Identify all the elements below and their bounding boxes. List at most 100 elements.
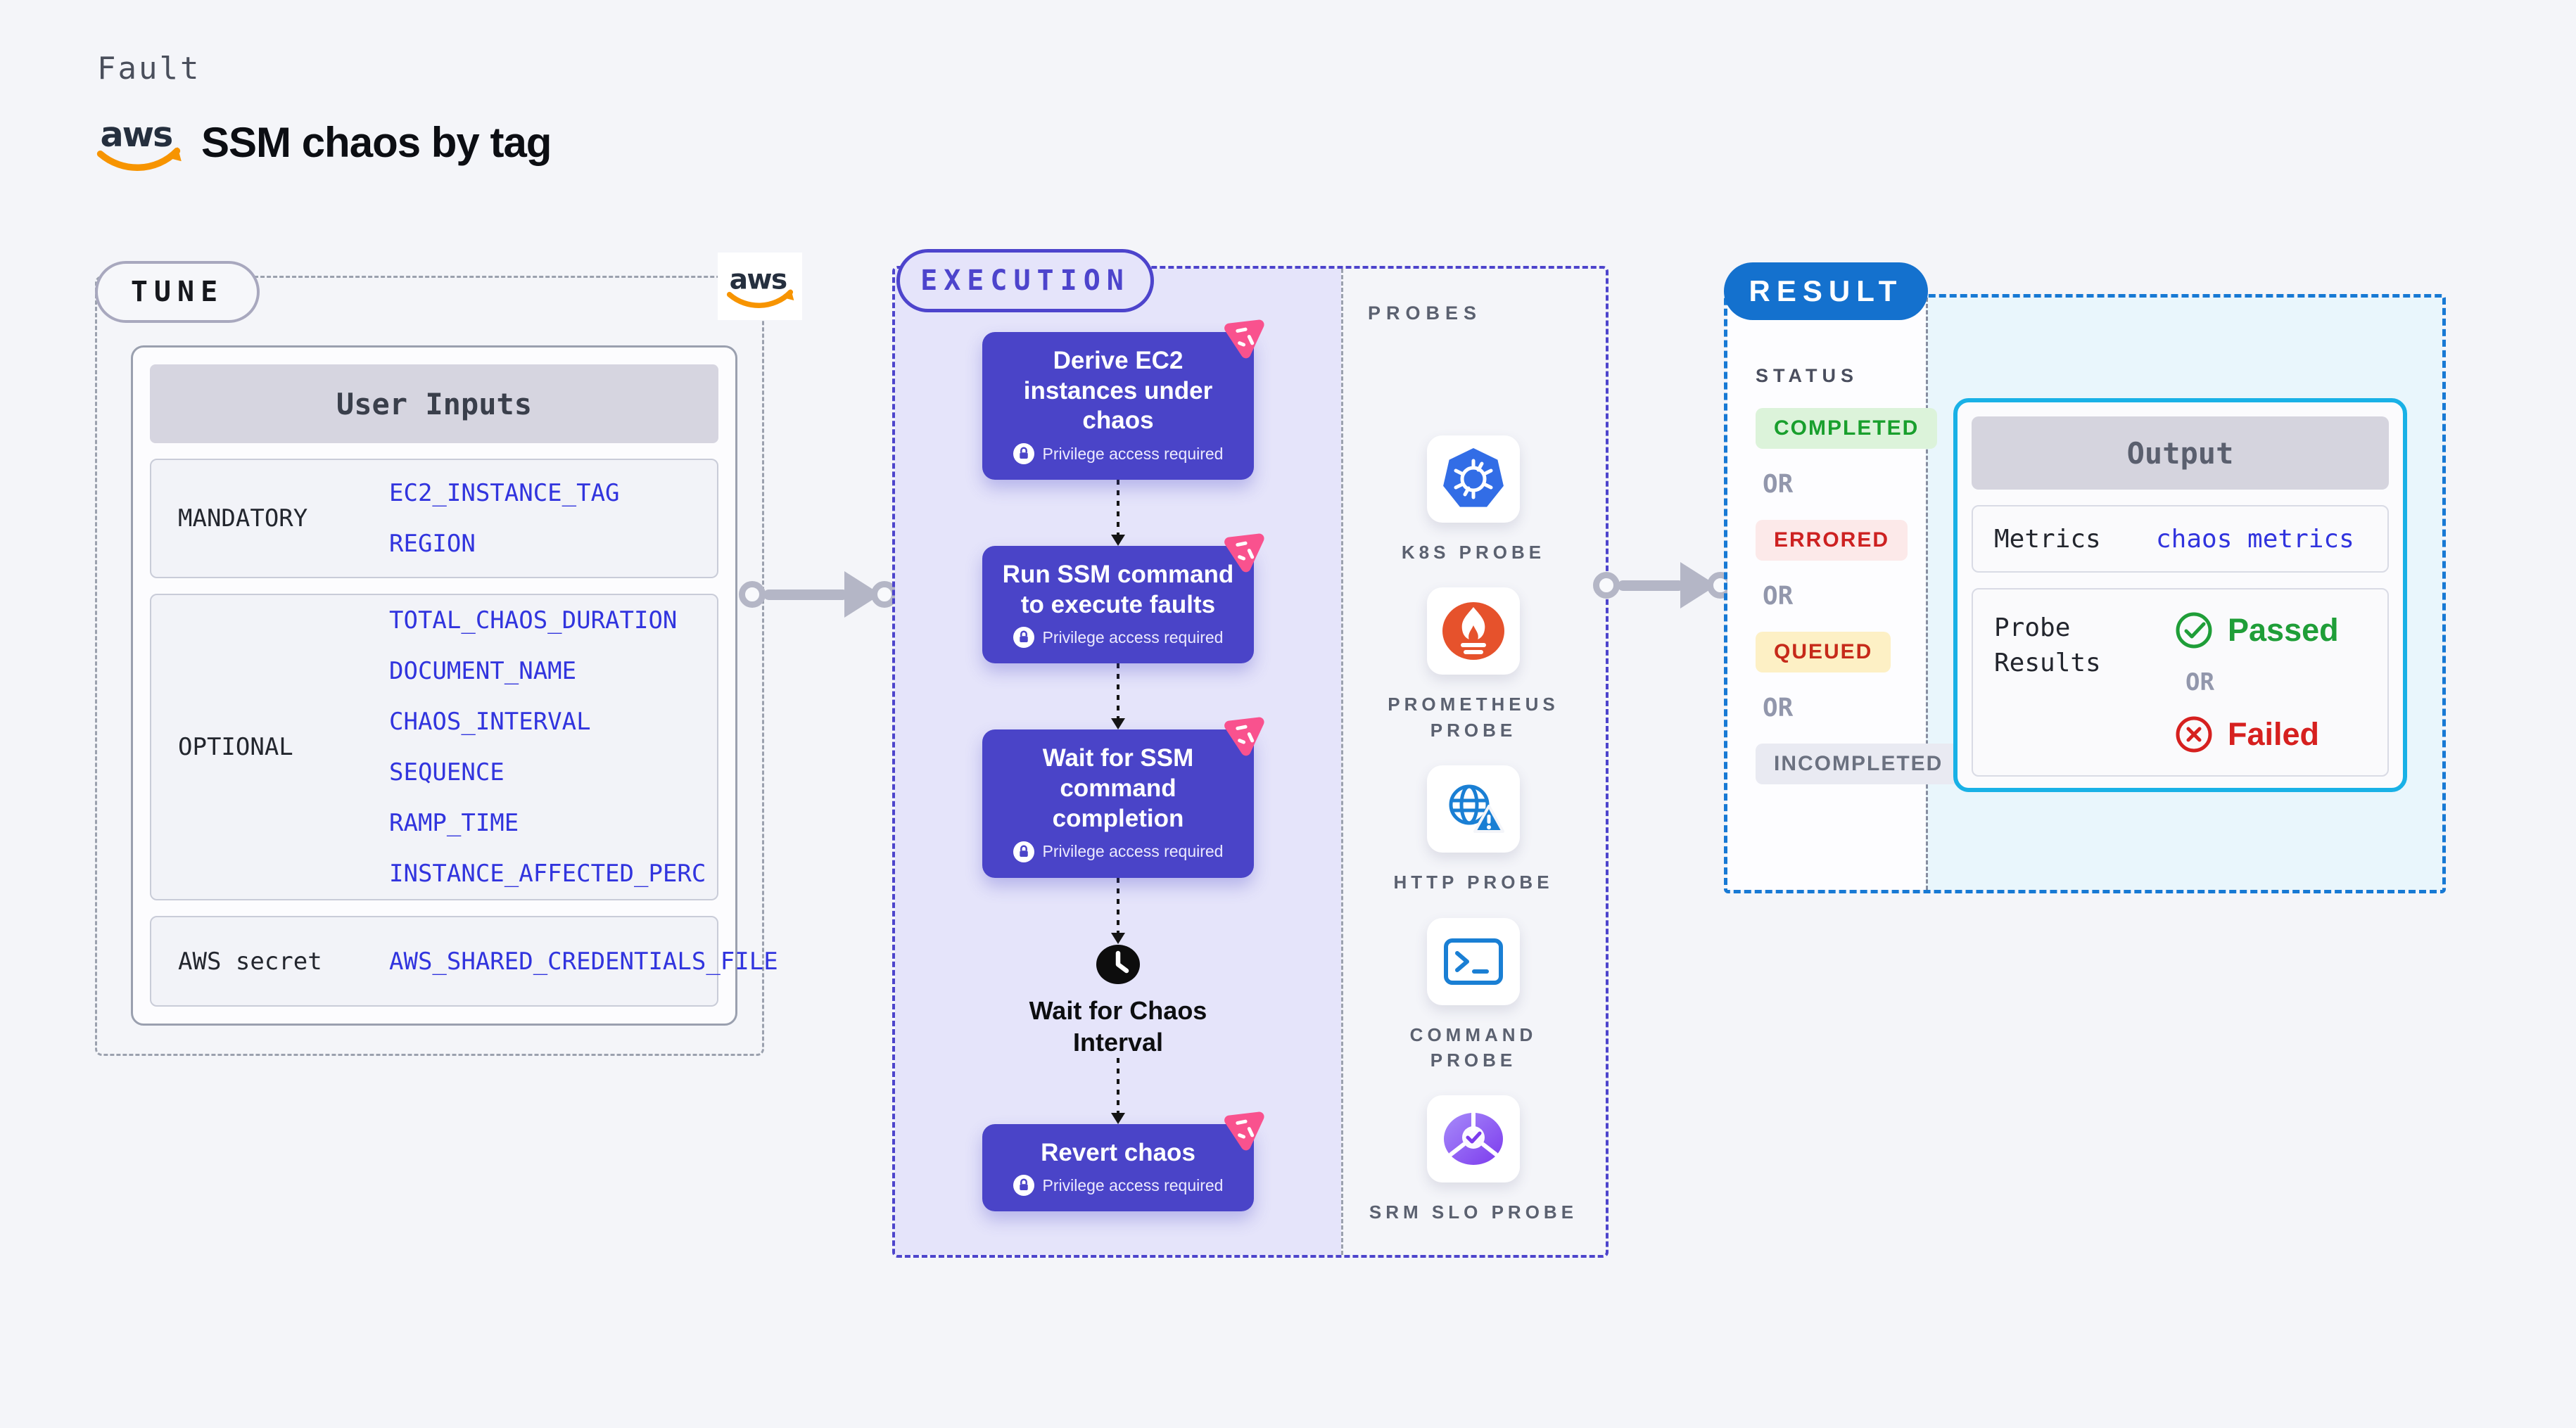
status-badge-completed: COMPLETED xyxy=(1756,408,1938,449)
probe-results-label: Probe Results xyxy=(1994,613,2101,678)
privilege-note: Privilege access required xyxy=(998,627,1238,648)
row-label: AWS secret xyxy=(178,947,322,976)
probe-card xyxy=(1427,917,1520,1005)
aws-logo-small xyxy=(718,253,802,320)
row-params: AWS_SHARED_CREDENTIALS_FILE xyxy=(389,926,785,997)
probe-card xyxy=(1426,1095,1520,1183)
http-globe-icon xyxy=(1449,784,1504,834)
arrow-shaft xyxy=(1618,580,1684,591)
step-connector-arrow xyxy=(1111,663,1125,730)
tune-section-label: TUNE xyxy=(95,261,260,323)
metrics-row: Metrics chaos metrics xyxy=(1972,505,2389,573)
output-card: Output Metrics chaos metrics Probe Resul… xyxy=(1953,398,2407,792)
probes-panel: PROBES xyxy=(1341,269,1606,1255)
status-badge-incompleted: INCOMPLETED xyxy=(1756,744,1962,784)
probe-label: K8S PROBE xyxy=(1401,542,1546,563)
aws-logo-icon xyxy=(725,262,795,311)
probe-card xyxy=(1426,435,1520,523)
verdict-failed: Failed xyxy=(2174,715,2319,754)
probe-item-http: HTTP PROBE xyxy=(1393,765,1553,895)
verdict-label: Failed xyxy=(2228,716,2320,752)
probe-item-srm-slo: SRM SLO PROBE xyxy=(1369,1095,1578,1225)
srm-slo-icon xyxy=(1443,1111,1503,1166)
row-params: EC2_INSTANCE_TAG REGION xyxy=(389,458,717,579)
privilege-text: Privilege access required xyxy=(1042,1175,1224,1194)
user-inputs-header: User Inputs xyxy=(150,364,718,443)
verdict-label: Passed xyxy=(2228,612,2339,648)
or-separator: OR xyxy=(2185,668,2214,696)
check-circle-icon xyxy=(2176,612,2212,649)
status-heading: STATUS xyxy=(1756,365,1858,386)
metrics-value: chaos metrics xyxy=(2156,524,2354,554)
probe-label: HTTP PROBE xyxy=(1393,872,1554,893)
param-value: EC2_INSTANCE_TAG xyxy=(389,479,620,507)
fault-kicker: Fault xyxy=(97,51,201,87)
step-title: Derive EC2 instances under chaos xyxy=(1023,347,1213,435)
probe-label: COMMAND PROBE xyxy=(1409,1024,1537,1071)
step-connector-arrow xyxy=(1111,877,1125,944)
or-separator: OR xyxy=(1763,694,1794,722)
flow-arrow-execution-to-result xyxy=(1593,560,1734,611)
result-status-panel xyxy=(1727,298,1926,890)
user-inputs-table: User Inputs MANDATORY EC2_INSTANCE_TAG R… xyxy=(131,345,778,1026)
lock-icon xyxy=(1013,443,1034,464)
lock-icon xyxy=(1013,627,1034,648)
chaos-fault-icon xyxy=(1219,530,1268,577)
table-row-mandatory: MANDATORY EC2_INSTANCE_TAG REGION xyxy=(150,459,718,578)
param-value: CHAOS_INTERVAL xyxy=(389,708,591,736)
probe-label: SRM SLO PROBE xyxy=(1369,1201,1578,1223)
param-value: INSTANCE_AFFECTED_PERC xyxy=(389,860,706,888)
param-value: AWS_SHARED_CREDENTIALS_FILE xyxy=(389,947,778,976)
probe-results-values: Passed OR Failed xyxy=(2174,611,2339,754)
command-terminal-icon xyxy=(1444,938,1503,985)
probe-card xyxy=(1427,587,1520,675)
execution-section-label: EXECUTION xyxy=(896,249,1154,312)
step-wait-chaos-interval: Wait for Chaos Interval xyxy=(1013,944,1224,1058)
table-row-aws-secret: AWS secret AWS_SHARED_CREDENTIALS_FILE xyxy=(150,916,778,1007)
result-section-label: RESULT xyxy=(1724,262,1928,320)
status-badge-errored: ERRORED xyxy=(1756,520,1908,561)
x-circle-icon xyxy=(2176,716,2212,753)
row-label: MANDATORY xyxy=(178,504,308,533)
param-value: SEQUENCE xyxy=(389,758,505,786)
step-run-ssm-command: Run SSM command to execute faults Privil… xyxy=(982,546,1254,664)
privilege-note: Privilege access required xyxy=(998,443,1238,464)
param-value: RAMP_TIME xyxy=(389,809,519,837)
param-value: TOTAL_CHAOS_DURATION xyxy=(389,606,678,635)
privilege-text: Privilege access required xyxy=(1042,842,1224,860)
flow-arrow-tune-to-execution xyxy=(739,569,898,620)
result-section: RESULT STATUS COMPLETED OR ERRORED OR QU… xyxy=(1724,262,2446,893)
arrow-start-node xyxy=(1593,572,1620,599)
step-connector-arrow xyxy=(1111,1057,1125,1124)
lock-icon xyxy=(1013,1175,1034,1196)
tune-section: TUNE User Inputs MANDATORY EC2_INSTANCE_… xyxy=(95,253,802,1056)
row-label: OPTIONAL xyxy=(178,733,293,761)
aws-logo-icon xyxy=(94,113,183,174)
step-derive-ec2: Derive EC2 instances under chaos Privile… xyxy=(982,332,1254,480)
step-revert-chaos: Revert chaos Privilege access required xyxy=(982,1124,1254,1212)
status-column: STATUS COMPLETED OR ERRORED OR QUEUED OR… xyxy=(1756,365,1962,784)
step-title: Wait for Chaos Interval xyxy=(1029,995,1207,1057)
table-row-optional: OPTIONAL TOTAL_CHAOS_DURATION DOCUMENT_N… xyxy=(150,594,718,900)
probe-item-command: COMMAND PROBE xyxy=(1368,917,1579,1073)
privilege-note: Privilege access required xyxy=(998,841,1238,862)
execution-probes-divider xyxy=(1341,269,1343,1255)
or-separator: OR xyxy=(1763,582,1794,611)
chaos-fault-icon xyxy=(1219,317,1268,363)
probe-results-row: Probe Results Passed OR xyxy=(1972,588,2389,777)
output-header: Output xyxy=(1972,416,2389,490)
clock-icon xyxy=(1096,944,1140,984)
privilege-text: Privilege access required xyxy=(1042,444,1224,463)
execution-steps: Derive EC2 instances under chaos Privile… xyxy=(895,269,1341,1212)
step-connector-arrow xyxy=(1111,480,1125,547)
probes-heading: PROBES xyxy=(1368,302,1483,324)
probe-card xyxy=(1426,765,1520,853)
arrow-shaft xyxy=(763,589,848,600)
probe-label: PROMETHEUS PROBE xyxy=(1388,694,1559,741)
chaos-fault-icon xyxy=(1219,1108,1268,1154)
result-panel-divider xyxy=(1926,298,1928,890)
step-title: Revert chaos xyxy=(1041,1138,1195,1166)
verdict-passed: Passed xyxy=(2174,611,2339,650)
execution-section: EXECUTION Derive EC2 instances under cha… xyxy=(892,249,1609,1258)
